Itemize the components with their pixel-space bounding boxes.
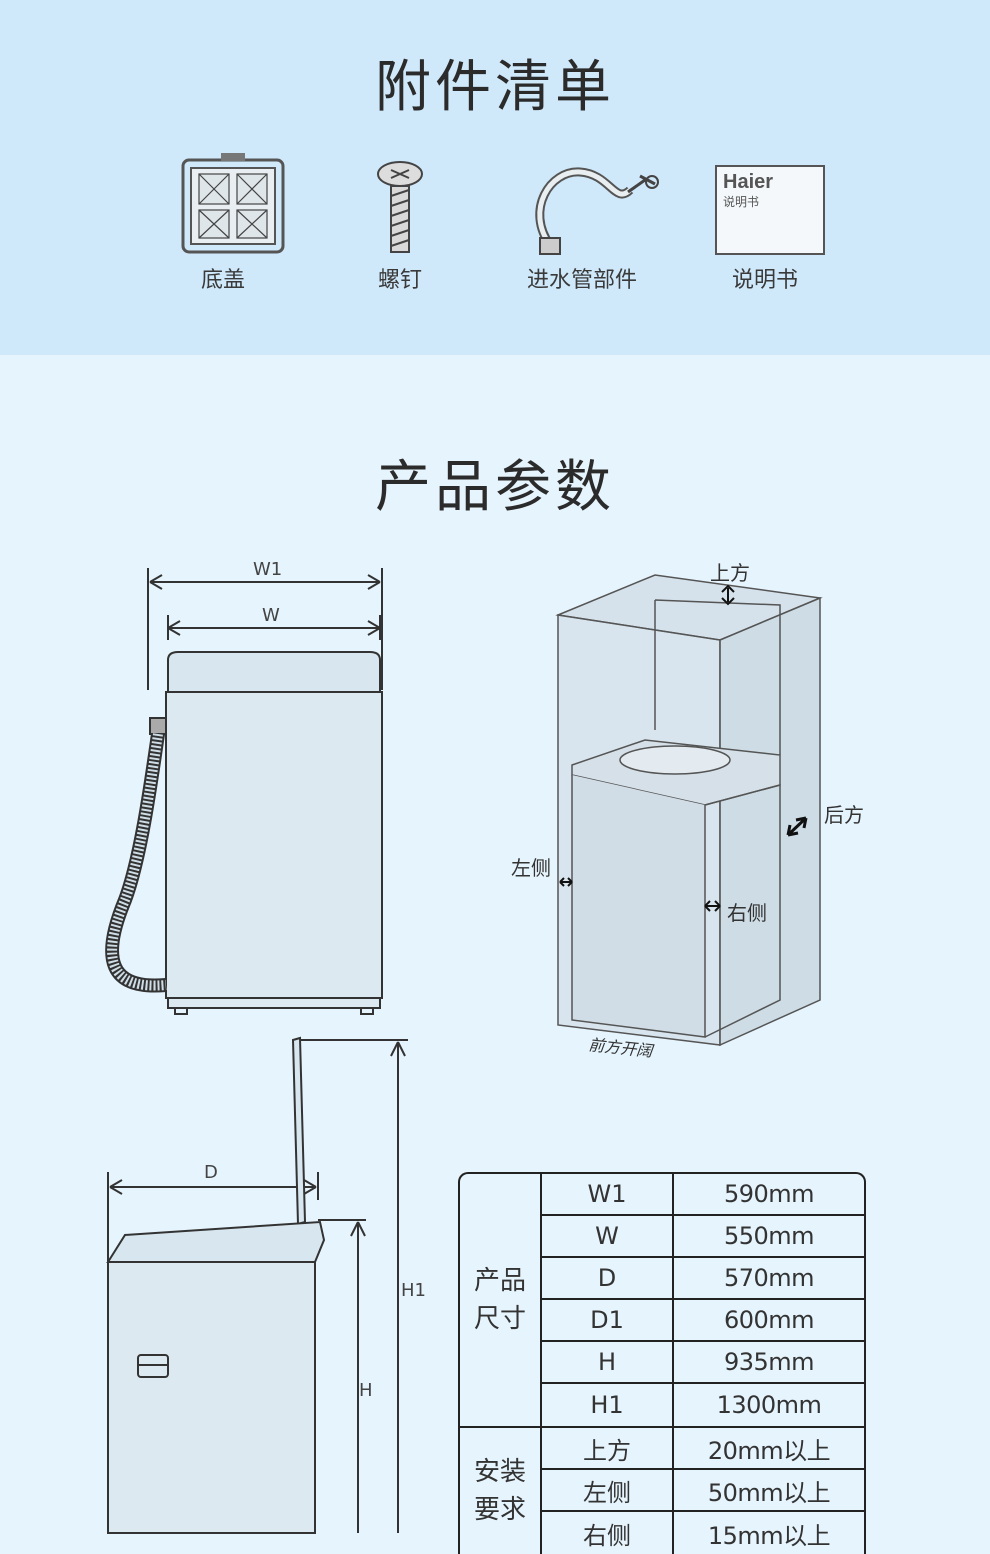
accessories-title: 附件清单 xyxy=(375,55,615,120)
manual-item: Haier 说明书 xyxy=(695,150,845,255)
bottom-cover-icon xyxy=(181,153,285,254)
params-title: 产品参数 xyxy=(375,455,615,520)
inlet-hose-icon xyxy=(535,167,659,255)
spec-value: 600mm xyxy=(723,1306,815,1334)
clearance-label-left: 左侧 xyxy=(511,856,551,880)
spec-row: W 550mm xyxy=(542,1216,864,1258)
spec-group-label: 产品尺寸 xyxy=(460,1174,542,1426)
spec-key: W xyxy=(542,1216,674,1256)
spec-table: 产品尺寸 W1 590mm W 550mm D 570mm D1 600mm H 935m… xyxy=(458,1172,866,1554)
spec-value: 570mm xyxy=(723,1264,815,1292)
spec-value: 935mm xyxy=(723,1348,815,1376)
spec-row: H 935mm xyxy=(542,1342,864,1384)
spec-group-dimensions: 产品尺寸 W1 590mm W 550mm D 570mm D1 600mm H 935m… xyxy=(460,1174,864,1428)
clearance-label-top: 上方 xyxy=(710,561,750,585)
accessories-section xyxy=(0,0,990,355)
side-view-drawing xyxy=(106,1036,408,1534)
spec-key: H xyxy=(542,1342,674,1382)
spec-value: 20mm以上 xyxy=(707,1436,831,1465)
dim-label-h: H xyxy=(359,1380,373,1401)
spec-key: 右侧 xyxy=(542,1512,674,1554)
dim-label-h1: H1 xyxy=(401,1280,426,1301)
spec-row: H1 1300mm xyxy=(542,1384,864,1426)
manual-icon: Haier 说明书 xyxy=(715,165,825,255)
manual-brand: Haier xyxy=(723,171,774,193)
spec-row: 左侧 50mm以上 xyxy=(542,1470,864,1512)
spec-key: H1 xyxy=(542,1384,674,1426)
spec-key: W1 xyxy=(542,1174,674,1214)
spec-value: 50mm以上 xyxy=(707,1478,831,1507)
clearance-drawing xyxy=(555,574,823,1047)
spec-row: 右侧 15mm以上 xyxy=(542,1512,864,1554)
spec-key: D1 xyxy=(542,1300,674,1340)
dim-label-d: D xyxy=(204,1162,218,1183)
spec-key: D xyxy=(542,1258,674,1298)
dim-label-w: W xyxy=(262,605,280,626)
spec-row: D1 600mm xyxy=(542,1300,864,1342)
spec-value: 590mm xyxy=(723,1180,815,1208)
inlet-hose-item xyxy=(520,150,670,260)
inlet-hose-label: 进水管部件 xyxy=(526,268,637,293)
clearance-label-front: 前方开阔 xyxy=(588,1035,656,1061)
spec-row: W1 590mm xyxy=(542,1174,864,1216)
bottom-cover-item xyxy=(148,150,298,260)
manual-text: 说明书 xyxy=(723,195,760,209)
manual-label: 说明书 xyxy=(731,268,798,293)
bottom-cover-label: 底盖 xyxy=(200,268,245,293)
spec-value: 15mm以上 xyxy=(707,1521,831,1550)
dim-label-w1: W1 xyxy=(253,559,282,580)
spec-row: D 570mm xyxy=(542,1258,864,1300)
spec-row: 上方 20mm以上 xyxy=(542,1428,864,1470)
spec-group-label: 安装要求 xyxy=(460,1428,542,1554)
spec-value: 550mm xyxy=(723,1222,815,1250)
screw-label: 螺钉 xyxy=(377,268,422,293)
front-view-drawing xyxy=(105,568,383,1015)
clearance-label-right: 右侧 xyxy=(727,901,767,925)
spec-group-install: 安装要求 上方 20mm以上 左侧 50mm以上 右侧 15mm以上 xyxy=(460,1428,864,1554)
spec-value: 1300mm xyxy=(716,1391,822,1419)
spec-key: 上方 xyxy=(542,1428,674,1468)
screw-icon xyxy=(377,161,423,253)
screw-item xyxy=(325,150,475,260)
spec-key: 左侧 xyxy=(542,1470,674,1510)
clearance-label-back: 后方 xyxy=(824,803,864,827)
